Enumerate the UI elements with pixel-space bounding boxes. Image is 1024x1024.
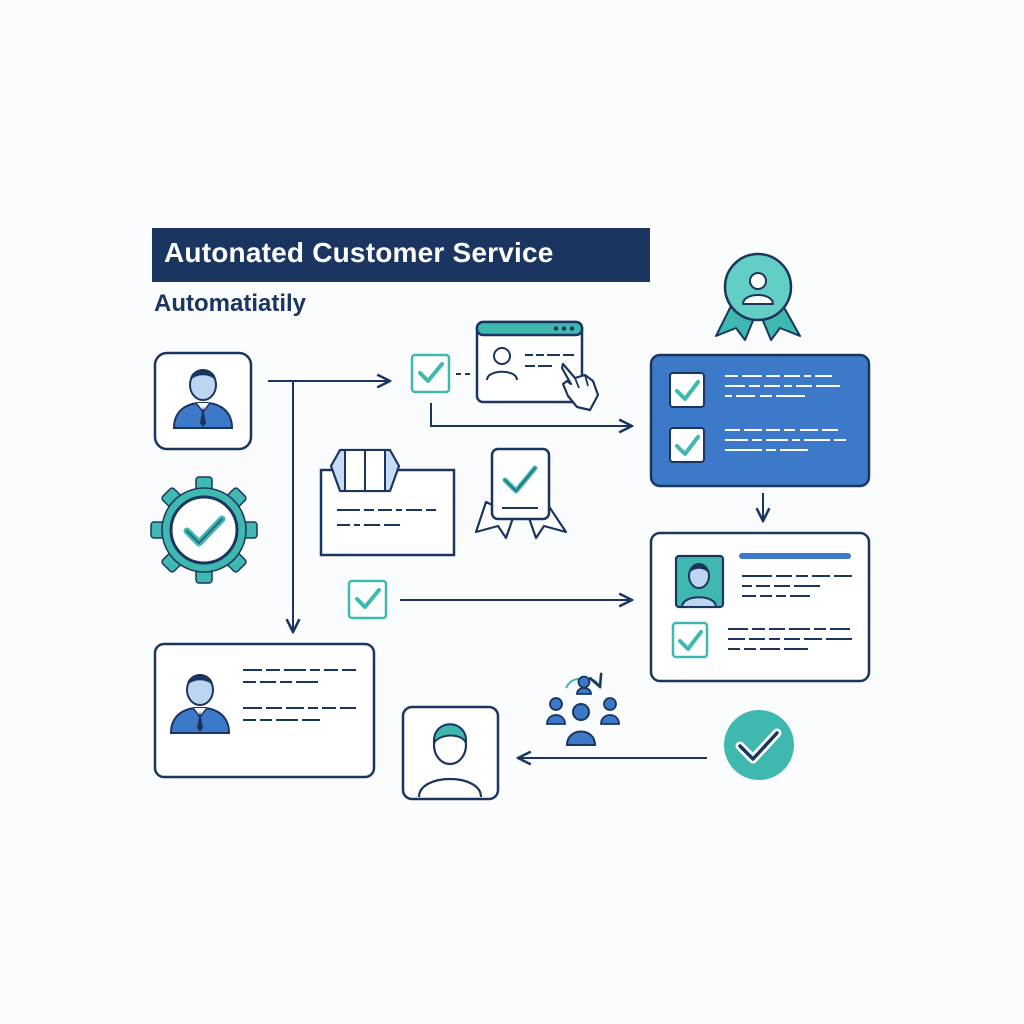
gear-check-icon: [150, 476, 258, 584]
checkbox-icon: [347, 579, 388, 620]
document-card-icon: [319, 448, 456, 557]
checkbox-icon: [669, 427, 705, 463]
connector-arrows: [268, 373, 763, 758]
diagram-title: Autonated Customer Service: [164, 237, 554, 268]
agent-info-card: [153, 642, 376, 779]
award-ribbon-icon: [715, 252, 801, 341]
profile-card: [649, 531, 871, 683]
person-icon: [680, 563, 718, 608]
checkbox-icon: [671, 621, 709, 659]
checkbox-icon: [669, 372, 705, 408]
browser-window-icon: [475, 320, 584, 404]
badge-check-icon: [474, 447, 568, 540]
checkbox-icon: [410, 353, 451, 394]
person-icon: [417, 723, 483, 798]
check-circle-icon: [724, 710, 794, 780]
team-group-icon: [546, 677, 620, 746]
customer-card: [401, 705, 500, 801]
arrow-icon: [430, 403, 632, 426]
pointing-hand-icon: [560, 362, 600, 412]
blue-checklist-panel: [649, 353, 871, 488]
title-banner: Autonated Customer Service: [152, 228, 650, 282]
agent-card-top: [153, 351, 253, 451]
diagram-subtitle: Automatiatily: [154, 290, 307, 317]
